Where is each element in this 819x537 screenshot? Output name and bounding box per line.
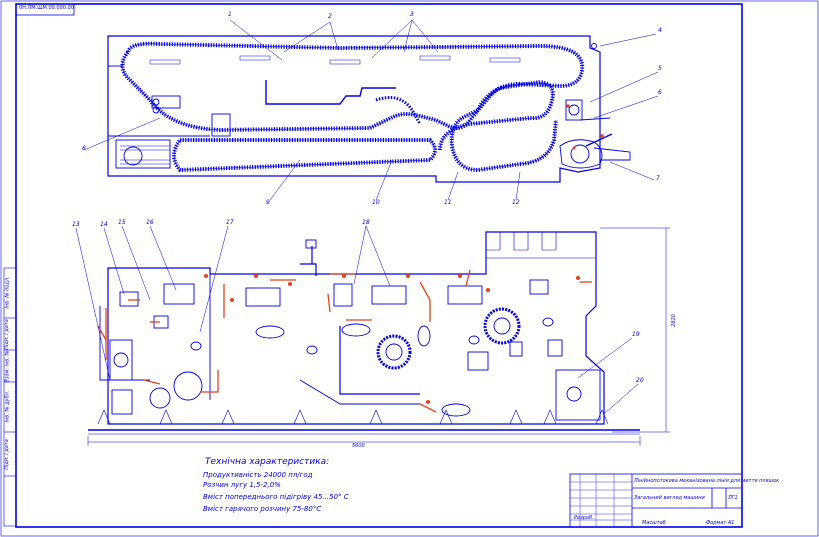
front-housing-outline — [107, 231, 605, 425]
front-accent-nodes — [204, 274, 580, 404]
front-disc-1 — [376, 334, 412, 370]
plan-label-7: 7 — [656, 175, 660, 182]
specs-line-3: Вміст попереднього підігріву 45...50° С — [203, 493, 349, 501]
front-label-18: 18 — [362, 219, 370, 226]
corner-stamp: 0Н.ЛМ.ШМ.00.000.00 — [19, 5, 74, 11]
margin-sign-date-1: Підп. і дата — [3, 319, 10, 350]
plan-label-2: 2 — [328, 13, 332, 20]
dimension-height: 2820 — [670, 314, 677, 327]
sheet-inner-frame — [15, 3, 743, 528]
dimension-length: 5600 — [352, 443, 365, 449]
front-label-14: 14 — [100, 221, 108, 228]
front-leader-lines — [75, 225, 639, 415]
front-discharge-unit — [555, 369, 601, 421]
margin-sign-date-2: Підп. і дата — [3, 439, 10, 470]
title-block-doc-name: Лінійнопотокова механізована лінія для м… — [634, 478, 780, 484]
specs-line-1: Продуктивність 24000 пл/год — [203, 471, 313, 479]
plan-chain-loop-lower — [172, 138, 437, 173]
title-block-bottom-left: Розроб. — [574, 515, 594, 521]
plan-label-10: 10 — [372, 199, 380, 206]
plan-label-12: 12 — [512, 199, 520, 206]
front-disc-2 — [483, 307, 521, 345]
title-block-sheet-mark: ЛГ1 — [728, 495, 738, 501]
front-label-19: 19 — [632, 331, 640, 338]
front-tank-2 — [245, 287, 281, 307]
front-tank-3 — [333, 283, 353, 307]
front-tank-4 — [371, 285, 407, 305]
plan-serpentine — [438, 79, 558, 173]
plan-label-4: 4 — [658, 27, 662, 34]
title-block-bottom-mid: Масштаб — [642, 520, 666, 526]
plan-label-8: 8 — [82, 145, 86, 152]
dimension-lines — [87, 227, 670, 446]
plan-label-5: 5 — [658, 65, 662, 72]
front-accent-piping — [97, 269, 592, 413]
title-block-bottom-right: Формат А1 — [706, 520, 735, 526]
title-block-drawing-title: Загальний вигляд машини — [634, 495, 705, 501]
front-label-20: 20 — [636, 377, 644, 384]
plan-view — [107, 35, 631, 183]
plan-label-9: 9 — [266, 199, 270, 206]
front-label-13: 13 — [72, 221, 80, 228]
specs-title: Технічна характеристика: — [205, 457, 330, 467]
left-margin-strip — [3, 267, 17, 527]
plan-leader-lines — [83, 19, 659, 201]
plan-label-6: 6 — [658, 89, 662, 96]
plan-feed-star — [570, 144, 590, 164]
plan-housing-outline — [107, 35, 601, 183]
plan-label-3: 3 — [410, 11, 414, 18]
front-view — [88, 231, 640, 435]
plan-drive-wheel — [123, 146, 143, 166]
plan-label-11: 11 — [444, 199, 452, 206]
front-tank-1 — [163, 283, 195, 305]
margin-inv-dubl: Інв. № дубл. — [4, 390, 11, 423]
front-label-15: 15 — [118, 219, 126, 226]
front-tank-5 — [447, 285, 483, 305]
corner-stamp-box — [15, 3, 75, 16]
title-block-grid — [569, 473, 743, 528]
specs-line-4: Вміст гарячого розчину 75-80°С — [203, 505, 322, 513]
margin-inv-podl: Інв. № подл. — [4, 276, 11, 309]
front-label-16: 16 — [146, 219, 154, 226]
plan-label-1: 1 — [228, 11, 232, 18]
specs-line-2: Розчин лугу 1,5-2,0% — [203, 481, 281, 489]
plan-accent-marks — [566, 104, 604, 150]
front-label-17: 17 — [226, 219, 234, 226]
margin-vzam: Взам. інв. № — [4, 350, 11, 383]
